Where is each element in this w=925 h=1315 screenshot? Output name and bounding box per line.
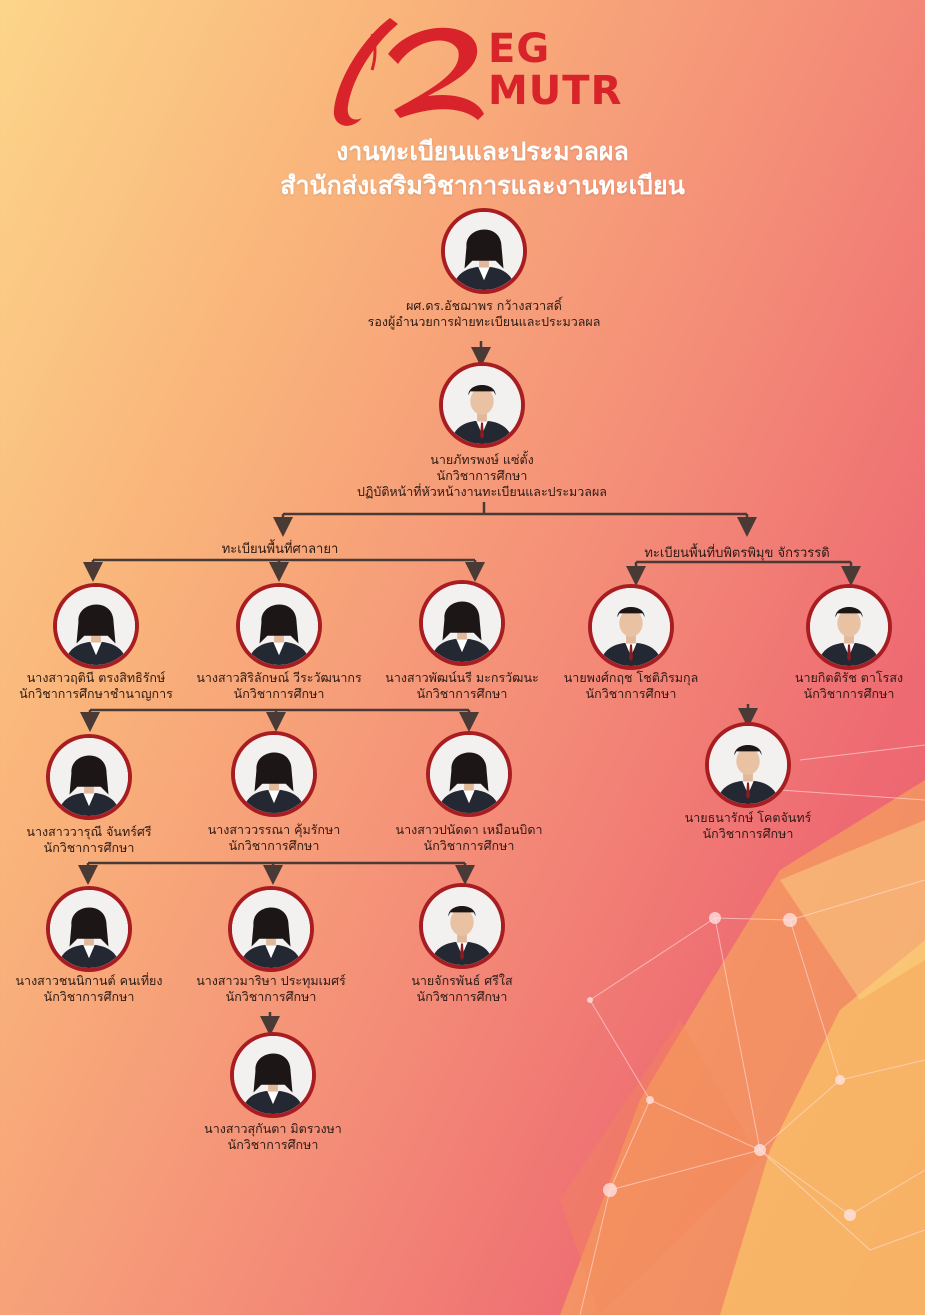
- person-name: นายธนารักษ์ โคตจันทร์: [684, 810, 812, 825]
- person-silhouette-icon: [232, 890, 310, 968]
- person-silhouette-icon: [50, 890, 128, 968]
- person-silhouette-icon: [423, 887, 501, 965]
- person-name: นางสาวมาริษา ประทุมเมศร์: [196, 973, 346, 988]
- person-label: นายธนารักษ์ โคตจันทร์นักวิชาการศึกษา: [685, 810, 812, 842]
- person-silhouette-icon: [240, 587, 318, 665]
- person-label: นายจักรพันธ์ ศรีใสนักวิชาการศึกษา: [411, 973, 512, 1005]
- university-logo: [333, 18, 484, 126]
- person-silhouette-icon: [57, 587, 135, 665]
- avatar: [236, 583, 322, 669]
- person-role: นักวิชาการศึกษาชำนาญการ: [19, 686, 173, 701]
- person-role: นักวิชาการศึกษา: [228, 838, 320, 853]
- person-role: นักวิชาการศึกษา: [416, 989, 508, 1004]
- avatar: [705, 722, 791, 808]
- person-silhouette-icon: [235, 735, 313, 813]
- person-silhouette-icon: [430, 735, 508, 813]
- person-role: รองผู้อำนวยการฝ่ายทะเบียนและประมวลผล: [367, 314, 601, 329]
- person-label: นางสาวพัฒน์นรี มะกรวัฒนะนักวิชาการศึกษา: [385, 670, 538, 702]
- person-name: นายภัทรพงษ์ แซ่ตั้ง: [430, 452, 534, 467]
- person-silhouette-icon: [443, 366, 521, 444]
- avatar: [53, 583, 139, 669]
- person-name: นางสาวปนัดดา เหมือนบิดา: [395, 822, 543, 837]
- person-silhouette-icon: [810, 588, 888, 666]
- person-name: นางสาวชนนิกานต์ คนเที่ยง: [15, 973, 163, 988]
- person-role: นักวิชาการศึกษา: [416, 686, 508, 701]
- person-label: นายกิตติรัช ตาโรสงนักวิชาการศึกษา: [795, 670, 903, 702]
- person-name: นางสาวสุกันตา มิตรวงษา: [204, 1121, 342, 1136]
- avatar: [806, 584, 892, 670]
- logo-wordmark: EG MUTR: [488, 28, 622, 112]
- person-name: นางสาววรรณา คุ้มรักษา: [207, 822, 341, 837]
- person-role: นักวิชาการศึกษา: [43, 989, 135, 1004]
- page-subtitle: สำนักส่งเสริมวิชาการและงานทะเบียน: [280, 171, 685, 200]
- person-label: นางสาวฤตินี ตรงสิทธิรักษ์นักวิชาการศึกษา…: [19, 670, 173, 702]
- person-role: นักวิชาการศึกษา: [43, 840, 135, 855]
- person-role: นักวิชาการศึกษา: [803, 686, 895, 701]
- person-role: นักวิชาการศึกษา: [702, 826, 794, 841]
- person-name: นายกิตติรัช ตาโรสง: [794, 670, 904, 685]
- avatar: [228, 886, 314, 972]
- avatar: [588, 584, 674, 670]
- branch-label-bophit: ทะเบียนพื้นที่บพิตรพิมุข จักรวรรดิ: [644, 546, 830, 561]
- person-name: นางสาวพัฒน์นรี มะกรวัฒนะ: [385, 670, 539, 685]
- avatar: [46, 886, 132, 972]
- person-name: นางสาววารุณี จันทร์ศรี: [26, 824, 152, 839]
- logo-line-1: EG: [488, 26, 551, 72]
- person-role: นักวิชาการศึกษา: [436, 468, 528, 483]
- avatar: [426, 731, 512, 817]
- person-label: นายพงศ์กฤช โชติภิรมกุลนักวิชาการศึกษา: [564, 670, 699, 702]
- logo-line-2: MUTR: [488, 68, 623, 114]
- person-role: นักวิชาการศึกษา: [225, 989, 317, 1004]
- avatar: [441, 208, 527, 294]
- avatar: [230, 1032, 316, 1118]
- person-role: นักวิชาการศึกษา: [233, 686, 325, 701]
- avatar: [419, 883, 505, 969]
- person-label: นางสาวชนนิกานต์ คนเที่ยงนักวิชาการศึกษา: [16, 973, 163, 1005]
- person-name: นายจักรพันธ์ ศรีใส: [411, 973, 513, 988]
- person-label: นายภัทรพงษ์ แซ่ตั้งนักวิชาการศึกษาปฏิบัต…: [357, 452, 607, 500]
- person-role: นักวิชาการศึกษา: [423, 838, 515, 853]
- person-label: นางสาวสิริลักษณ์ วีระวัฒนากรนักวิชาการศึ…: [196, 670, 361, 702]
- person-role: ปฏิบัติหน้าที่หัวหน้างานทะเบียนและประมวล…: [357, 484, 607, 499]
- branch-label-salaya: ทะเบียนพื้นที่ศาลายา: [221, 542, 339, 557]
- person-label: นางสาวปนัดดา เหมือนบิดานักวิชาการศึกษา: [396, 822, 543, 854]
- page-title: งานทะเบียนและประมวลผล: [336, 137, 629, 166]
- person-role: นักวิชาการศึกษา: [585, 686, 677, 701]
- person-label: นางสาวสุกันตา มิตรวงษานักวิชาการศึกษา: [204, 1121, 342, 1153]
- person-name: ผศ.ดร.อัชฌาพร กว้างสวาสดิ์: [406, 298, 562, 313]
- person-label: นางสาวมาริษา ประทุมเมศร์นักวิชาการศึกษา: [196, 973, 346, 1005]
- avatar: [231, 731, 317, 817]
- person-silhouette-icon: [709, 726, 787, 804]
- person-silhouette-icon: [423, 584, 501, 662]
- person-label: นางสาววรรณา คุ้มรักษานักวิชาการศึกษา: [208, 822, 341, 854]
- person-role: นักวิชาการศึกษา: [227, 1137, 319, 1152]
- avatar: [439, 362, 525, 448]
- avatar: [419, 580, 505, 666]
- person-silhouette-icon: [445, 212, 523, 290]
- person-name: นางสาวสิริลักษณ์ วีระวัฒนากร: [196, 670, 362, 685]
- person-silhouette-icon: [592, 588, 670, 666]
- avatar: [46, 734, 132, 820]
- person-label: ผศ.ดร.อัชฌาพร กว้างสวาสดิ์รองผู้อำนวยการ…: [368, 298, 601, 330]
- person-silhouette-icon: [50, 738, 128, 816]
- person-silhouette-icon: [234, 1036, 312, 1114]
- person-name: นายพงศ์กฤช โชติภิรมกุล: [563, 670, 699, 685]
- person-name: นางสาวฤตินี ตรงสิทธิรักษ์: [26, 670, 166, 685]
- person-label: นางสาววารุณี จันทร์ศรีนักวิชาการศึกษา: [26, 824, 151, 856]
